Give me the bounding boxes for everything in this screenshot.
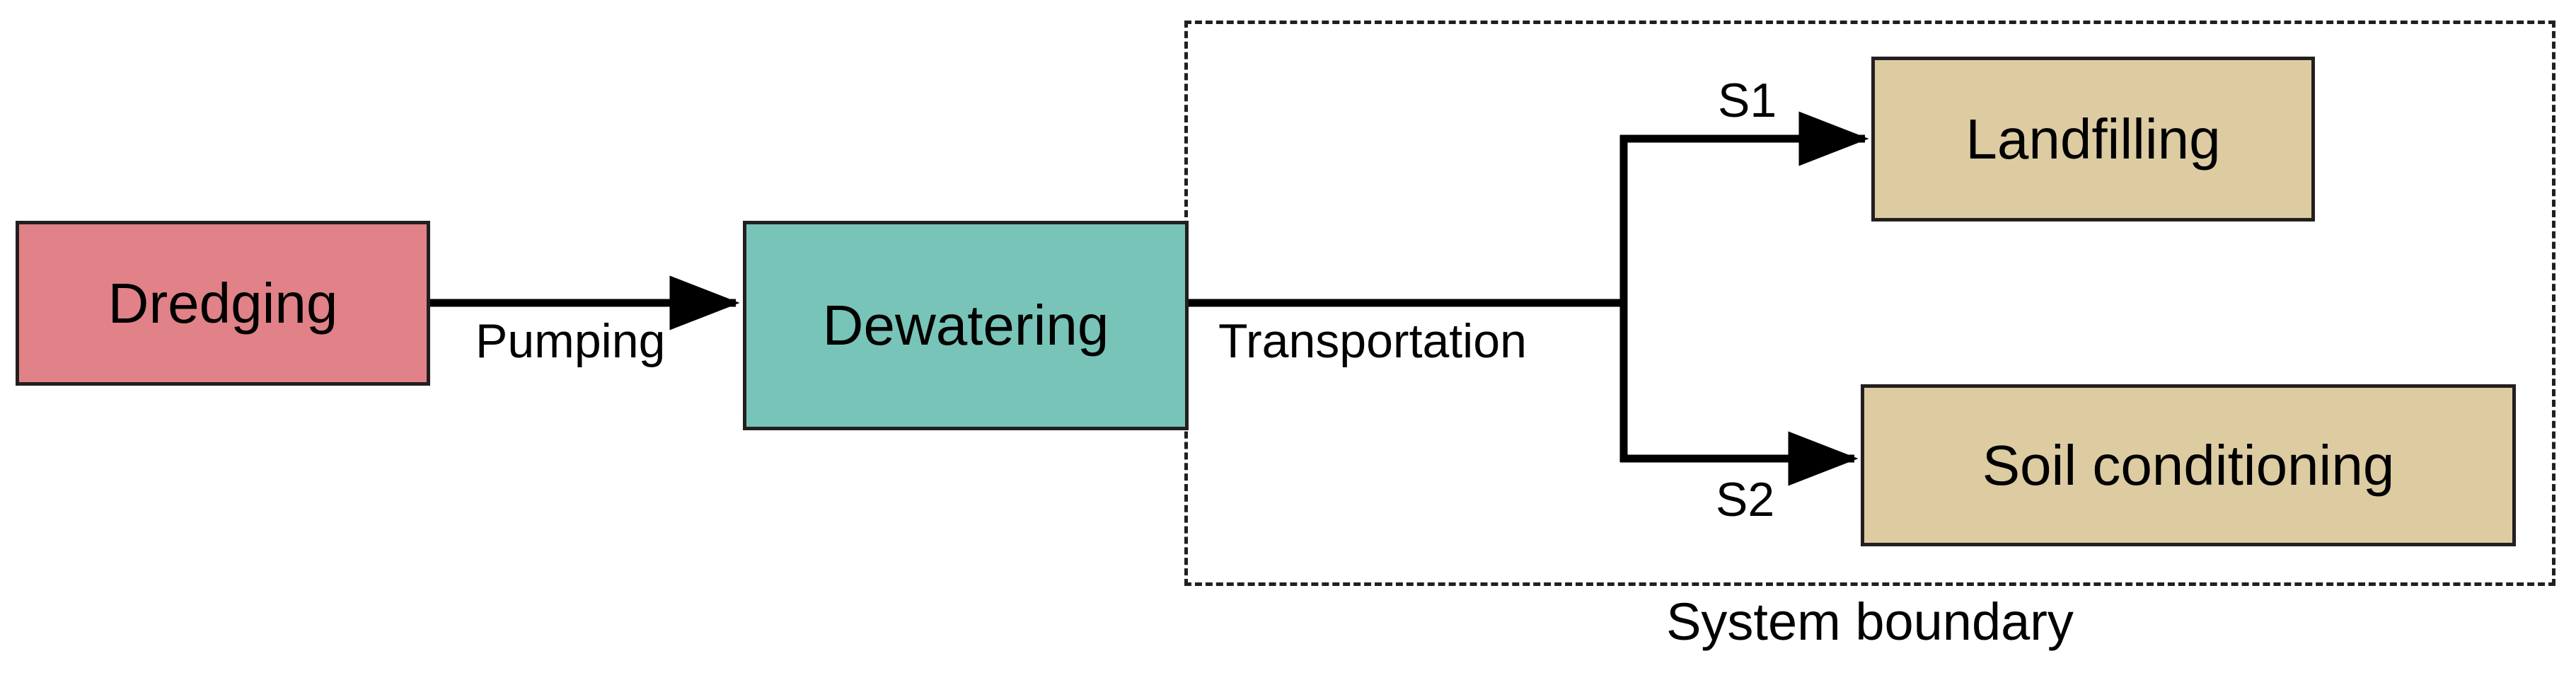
node-dredging[interactable]: Dredging [16, 221, 430, 386]
node-soil-conditioning-label: Soil conditioning [1982, 433, 2395, 497]
node-soil-conditioning[interactable]: Soil conditioning [1861, 384, 2516, 546]
system-boundary-label: System boundary [1666, 592, 2074, 651]
edge-label-s2: S2 [1716, 473, 1775, 527]
node-dredging-label: Dredging [108, 271, 338, 335]
edge-label-pumping: Pumping [475, 314, 666, 368]
node-dewatering[interactable]: Dewatering [743, 221, 1189, 430]
node-dewatering-label: Dewatering [822, 294, 1109, 357]
edge-label-transportation: Transportation [1218, 314, 1527, 368]
edge-label-s1: S1 [1718, 74, 1777, 127]
node-landfilling-label: Landfilling [1965, 107, 2221, 171]
node-landfilling[interactable]: Landfilling [1871, 57, 2315, 222]
